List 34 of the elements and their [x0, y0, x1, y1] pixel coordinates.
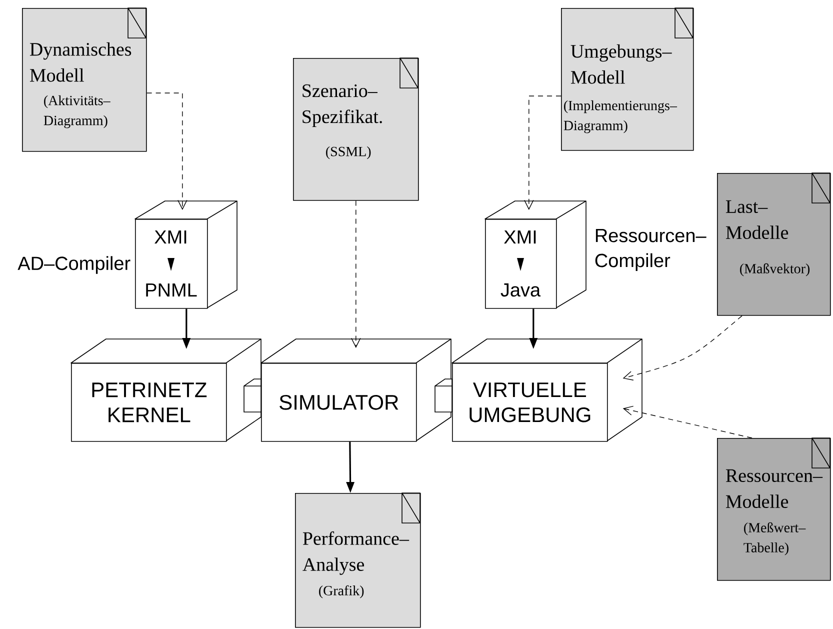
document-title: Ressourcen– Modelle	[726, 469, 823, 508]
compiler-cube	[484, 200, 586, 309]
component-cube: PETRINETZ KERNEL	[70, 338, 262, 442]
arrow	[622, 406, 752, 438]
format-label: Java	[500, 283, 541, 297]
document-box	[295, 492, 421, 628]
document-subtitle: (Grafik)	[319, 585, 364, 598]
document-box	[561, 8, 694, 151]
compiler-label: Ressourcen– Compiler	[595, 229, 706, 271]
component-cube: VIRTUELLE UMGEBUNG	[434, 338, 642, 442]
document-box	[717, 172, 831, 316]
compiler-cube	[134, 200, 238, 309]
document-subtitle: (Meßwert– Tabelle)	[744, 522, 806, 556]
arrow	[351, 200, 361, 348]
format-label: XMI	[154, 230, 186, 244]
component-cube: SIMULATOR	[244, 338, 452, 442]
document-title: Umgebungs– Modell	[570, 44, 672, 84]
document-box	[717, 438, 831, 581]
document-title: Szenario– Spezifikat.	[302, 84, 382, 128]
document-subtitle: (SSML)	[326, 146, 371, 160]
document-box	[293, 58, 419, 201]
arrow	[622, 315, 742, 380]
arrow	[524, 96, 562, 210]
document-title: Performance– Analyse	[302, 531, 410, 575]
document-box	[22, 8, 147, 152]
document-subtitle: (Maßvektor)	[740, 263, 810, 276]
format-label: XMI	[504, 230, 536, 244]
document-title: Last– Modelle	[726, 200, 788, 240]
document-title: Dynamisches Modell	[30, 42, 132, 82]
document-subtitle: (Implementierungs– Diagramm)	[564, 100, 678, 134]
document-subtitle: (Aktivitäts– Diagramm)	[44, 95, 110, 128]
arrow	[146, 92, 188, 210]
format-label: PNML	[146, 283, 197, 297]
compiler-label: AD–Compiler	[18, 256, 130, 274]
